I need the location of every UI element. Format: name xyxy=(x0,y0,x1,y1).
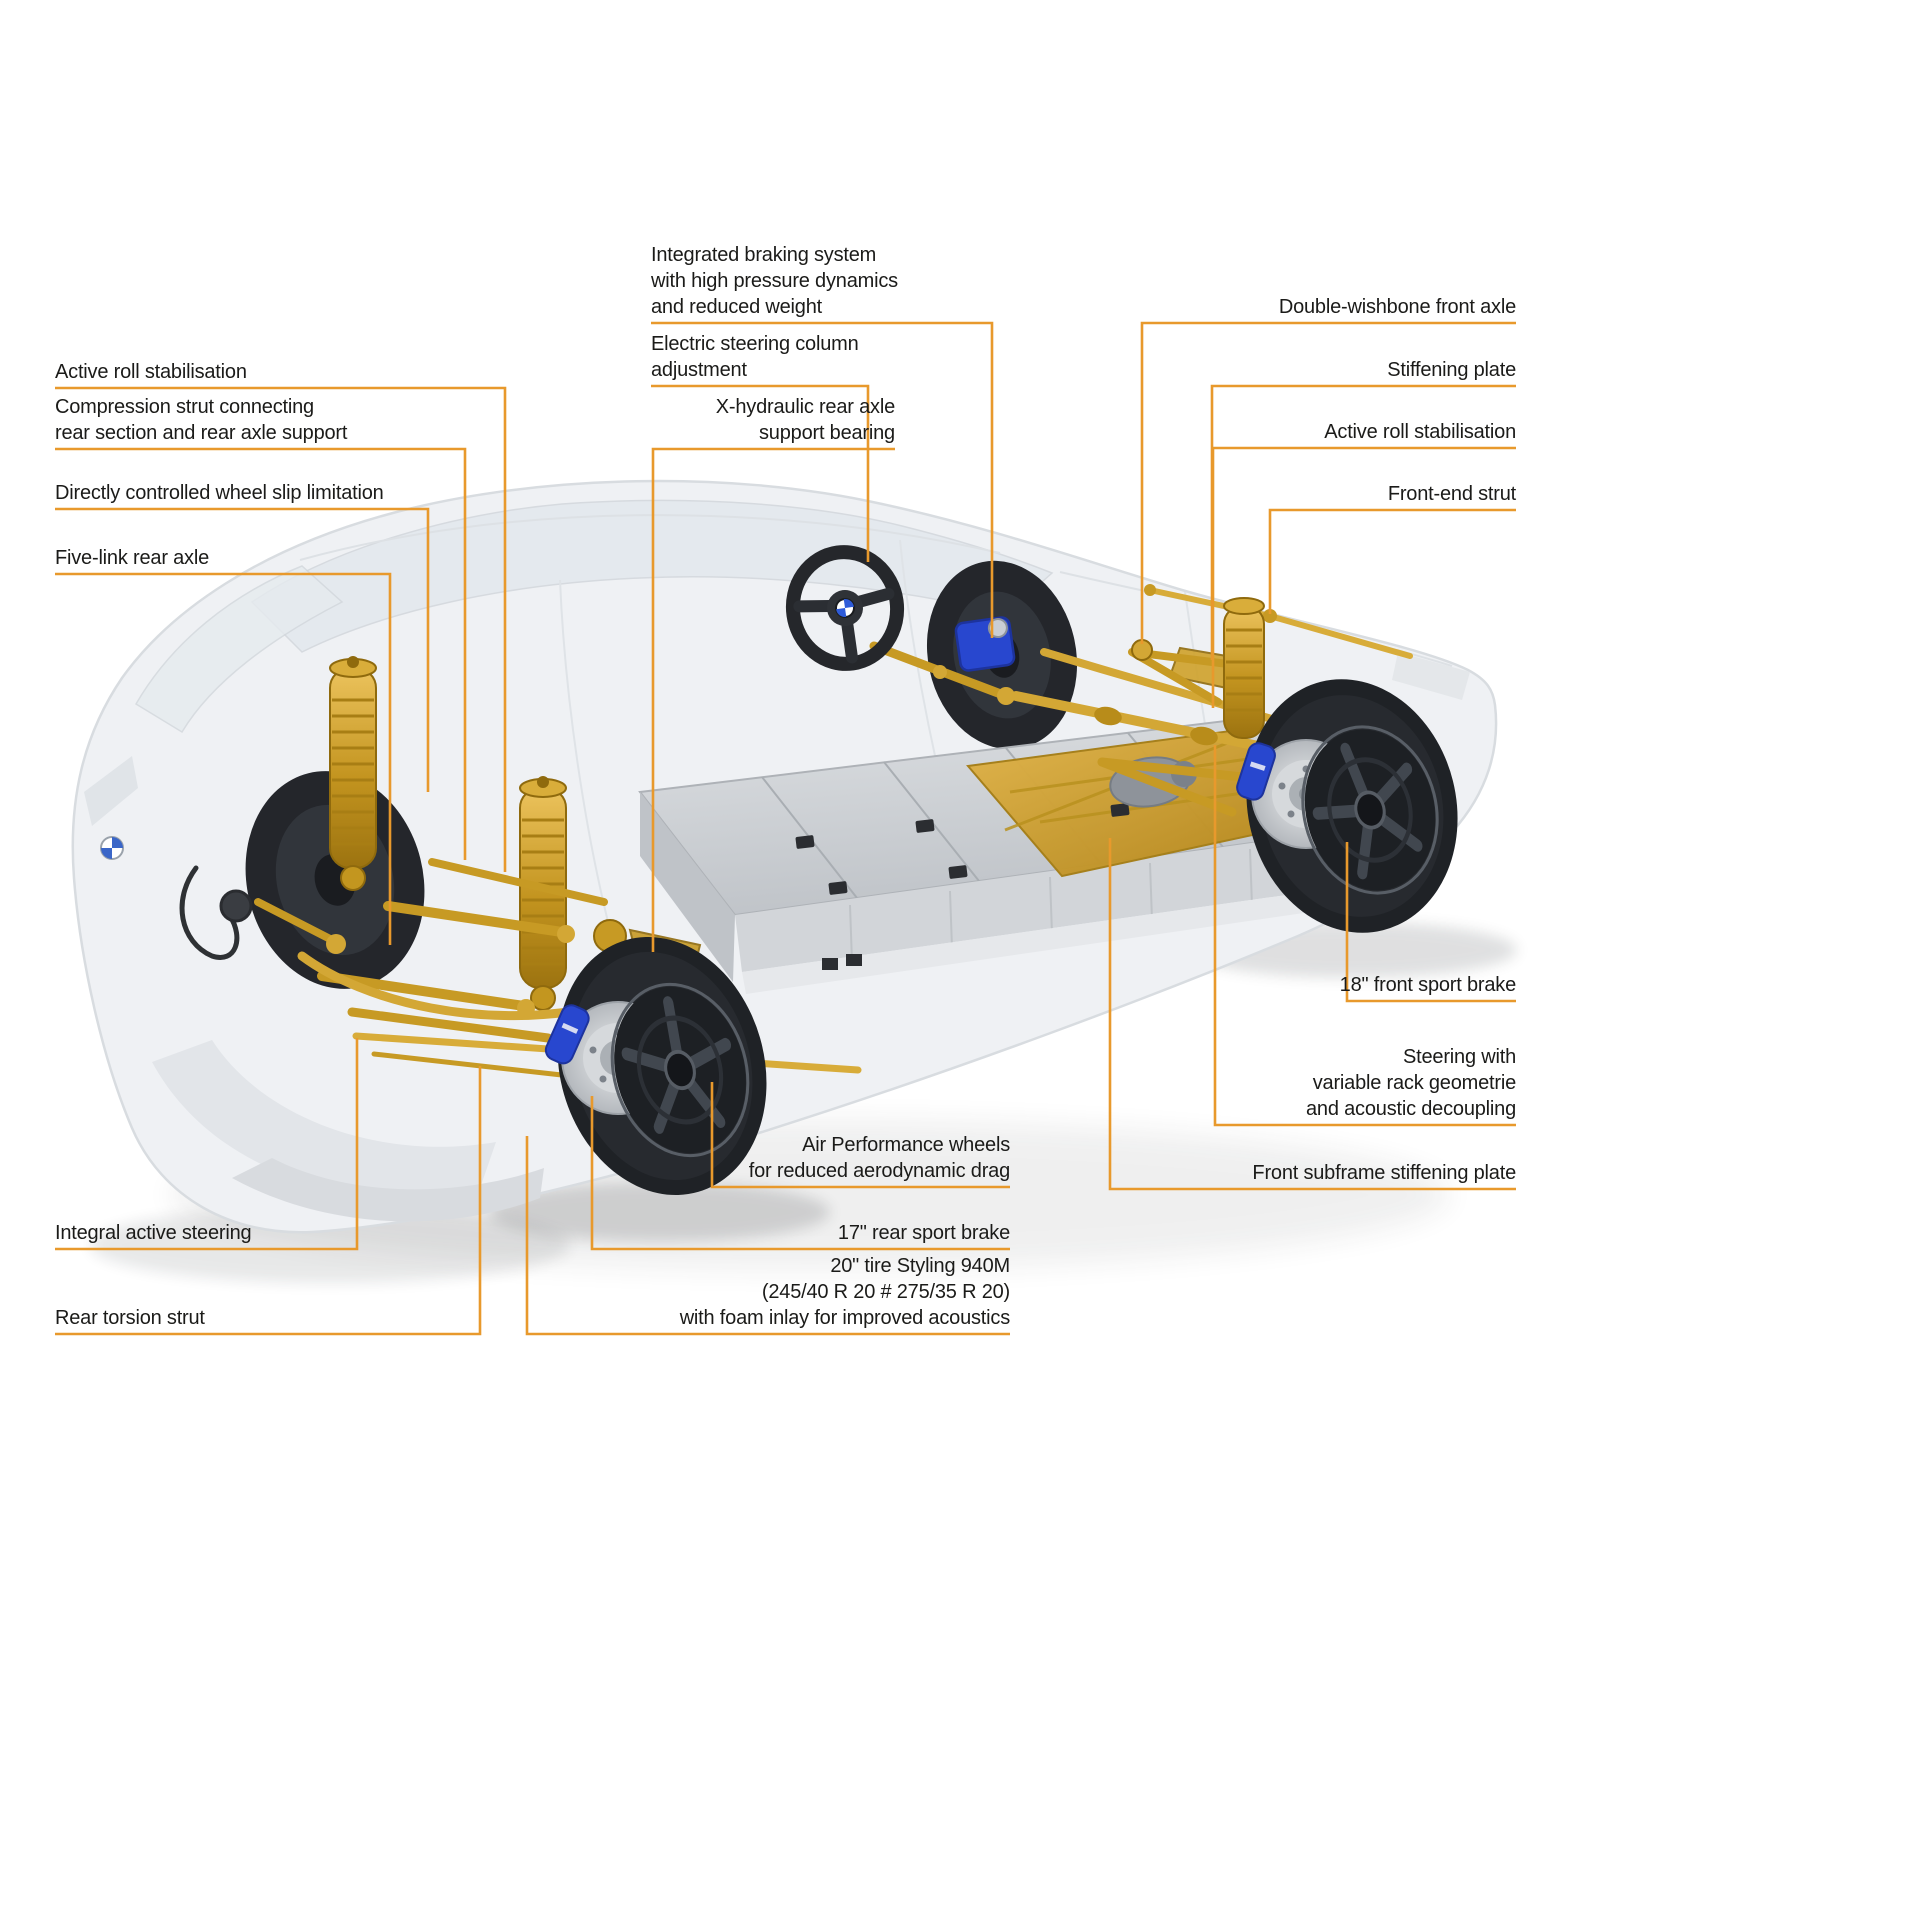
label-integral-active-steering: Integral active steering xyxy=(55,1222,252,1244)
label-active-roll-stabilisation-front: Active roll stabilisation xyxy=(1324,421,1516,443)
leader-electric-steering-column xyxy=(651,384,870,562)
leader-five-link-rear-axle xyxy=(55,572,392,945)
rear-cable-harness xyxy=(179,865,253,960)
label-rear-torsion-strut: Rear torsion strut xyxy=(55,1307,205,1329)
leader-front-subframe-plate xyxy=(1108,838,1516,1191)
label-front-end-strut: Front-end strut xyxy=(1387,483,1516,505)
leader-integral-active-steering xyxy=(55,1038,359,1251)
front-lamp xyxy=(1392,652,1470,700)
leader-front-end-strut xyxy=(1268,508,1516,614)
leader-compression-strut xyxy=(55,447,467,860)
front-brake-caliper xyxy=(1236,742,1276,801)
front-suspension xyxy=(869,584,1413,817)
leader-wheel-slip-limitation xyxy=(55,507,430,792)
leader-active-roll-stabilisation-front xyxy=(1211,446,1516,708)
rear-lamp xyxy=(84,756,138,826)
label-steering-variable-rack: Steering with variable rack geometrie an… xyxy=(1306,1046,1516,1120)
leader-integrated-braking-system xyxy=(651,321,994,638)
rear-air-strut-left xyxy=(329,656,377,891)
rear-wheel-near xyxy=(544,936,767,1196)
label-wheel-slip-limitation: Directly controlled wheel slip limitatio… xyxy=(55,482,384,504)
brand-roundel xyxy=(100,836,124,860)
label-air-performance-wheels: Air Performance wheels for reduced aerod… xyxy=(748,1134,1010,1182)
leader-active-roll-stabilisation-rear xyxy=(55,386,507,872)
label-compression-strut: Compression strut connecting rear sectio… xyxy=(55,396,348,444)
label-tire-styling: 20" tire Styling 940M (245/40 R 20 # 275… xyxy=(679,1255,1011,1329)
leader-rear-torsion-strut xyxy=(55,1066,482,1336)
leader-x-hydraulic-bearing xyxy=(651,447,895,952)
rear-diffuser xyxy=(232,1158,544,1222)
rear-bumper xyxy=(152,1040,496,1198)
leader-rear-sport-brake xyxy=(590,1096,1010,1251)
battery-clamps xyxy=(795,819,968,970)
label-stiffening-plate: Stiffening plate xyxy=(1387,359,1516,381)
rear-stabilizer-bar xyxy=(297,951,607,1021)
steering-rack xyxy=(1011,691,1273,753)
rear-window xyxy=(134,565,344,734)
rear-axle-links xyxy=(254,858,608,1043)
leader-lines xyxy=(55,321,1516,1336)
integrated-braking-unit xyxy=(954,616,1016,672)
leader-tire-styling xyxy=(525,1136,1010,1336)
label-five-link-rear-axle: Five-link rear axle xyxy=(55,547,210,569)
label-active-roll-stabilisation-rear: Active roll stabilisation xyxy=(55,361,247,383)
label-x-hydraulic-bearing: X-hydraulic rear axle support bearing xyxy=(715,396,895,444)
label-electric-steering-column: Electric steering column adjustment xyxy=(651,333,859,381)
front-air-strut xyxy=(1223,597,1265,739)
leader-air-performance-wheels xyxy=(710,1082,1010,1189)
label-integrated-braking-system: Integrated braking system with high pres… xyxy=(651,244,898,318)
label-double-wishbone-front-axle: Double-wishbone front axle xyxy=(1278,296,1516,318)
leader-front-sport-brake xyxy=(1345,842,1516,1003)
label-front-subframe-plate: Front subframe stiffening plate xyxy=(1252,1162,1516,1184)
front-rim xyxy=(1304,729,1436,891)
rear-brake-caliper xyxy=(544,1004,590,1065)
leader-double-wishbone-front-axle xyxy=(1140,321,1516,644)
label-rear-sport-brake: 17" rear sport brake xyxy=(837,1222,1010,1244)
label-front-sport-brake: 18" front sport brake xyxy=(1339,974,1517,996)
steering-wheel xyxy=(785,545,905,671)
front-wheel-near xyxy=(1236,679,1458,933)
steering-wheel-roundel xyxy=(835,598,855,618)
leader-steering-variable-rack xyxy=(1213,745,1516,1127)
